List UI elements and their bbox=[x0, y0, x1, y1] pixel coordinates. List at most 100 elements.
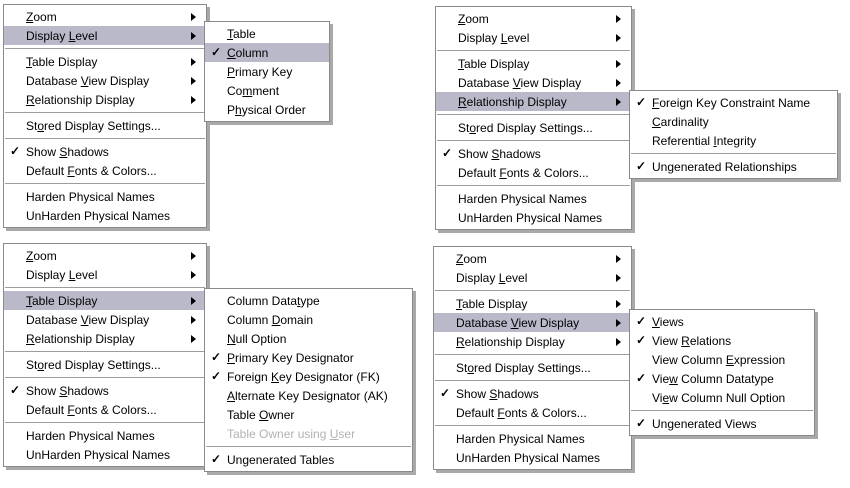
menu-item-relationship-display[interactable]: Relationship Display bbox=[4, 90, 206, 109]
menu-item-show-shadows[interactable]: ✓Show Shadows bbox=[436, 144, 631, 163]
menu-item-zoom[interactable]: Zoom bbox=[4, 7, 206, 26]
submenu-arrow-icon bbox=[191, 31, 196, 40]
menu-item-show-shadows[interactable]: ✓ Show Shadows bbox=[434, 384, 631, 403]
submenu-arrow-icon bbox=[616, 299, 621, 308]
submenu-arrow-icon bbox=[191, 95, 196, 104]
menu-separator bbox=[5, 351, 205, 352]
menu-item-physical-order[interactable]: Physical Order bbox=[205, 100, 329, 119]
menu-item-stored-display-settings[interactable]: Stored Display Settings... bbox=[4, 355, 206, 374]
menu-item-stored-display-settings[interactable]: Stored Display Settings... bbox=[436, 118, 631, 137]
submenu-arrow-icon bbox=[191, 12, 196, 21]
menu-item-table-owner-using-user[interactable]: Table Owner using User bbox=[205, 424, 412, 443]
menu-item-label: View Column Datatype bbox=[652, 371, 774, 386]
menu-item-harden-physical-names[interactable]: Harden Physical Names bbox=[434, 429, 631, 448]
menu-item-display-level[interactable]: Display Level bbox=[4, 265, 206, 284]
menu-item-display-level[interactable]: Display Level bbox=[436, 28, 631, 47]
menu-item-view-column-expression[interactable]: View Column Expression bbox=[630, 350, 814, 369]
menu-item-column-domain[interactable]: Column Domain bbox=[205, 310, 412, 329]
menu-item-label: Zoom bbox=[458, 11, 489, 26]
menu-item-harden-physical-names[interactable]: Harden Physical Names bbox=[4, 426, 206, 445]
menu-item-default-fonts-colors[interactable]: Default Fonts & Colors... bbox=[4, 161, 206, 180]
menu-item-table-owner[interactable]: Table Owner bbox=[205, 405, 412, 424]
menu-item-label: Ungenerated Relationships bbox=[652, 159, 797, 174]
menu-item-relationship-display[interactable]: Relationship Display bbox=[434, 332, 631, 351]
menu-item-view-column-null-option[interactable]: View Column Null Option bbox=[630, 388, 814, 407]
menu-item-unharden-physical-names[interactable]: UnHarden Physical Names bbox=[4, 206, 206, 225]
menu-item-default-fonts-colors[interactable]: Default Fonts & Colors... bbox=[436, 163, 631, 182]
menu-item-zoom[interactable]: Zoom bbox=[434, 249, 631, 268]
menu-separator bbox=[206, 446, 411, 447]
menu-item-label: Show Shadows bbox=[456, 386, 539, 401]
menu-item-view-column-datatype[interactable]: ✓View Column Datatype bbox=[630, 369, 814, 388]
menu-item-alternate-key-designator-ak[interactable]: Alternate Key Designator (AK) bbox=[205, 386, 412, 405]
menu-separator bbox=[435, 354, 630, 355]
submenu-arrow-icon bbox=[616, 59, 621, 68]
checkmark-icon: ✓ bbox=[439, 386, 451, 400]
checkmark-icon: ✓ bbox=[441, 146, 453, 160]
menu-item-zoom[interactable]: Zoom bbox=[436, 9, 631, 28]
menu-item-table-display[interactable]: Table Display bbox=[4, 291, 206, 310]
menu-item-display-level[interactable]: Display Level bbox=[434, 268, 631, 287]
menu-item-display-level[interactable]: Display Level bbox=[4, 26, 206, 45]
menu-item-table[interactable]: Table bbox=[205, 24, 329, 43]
menu-item-label: Relationship Display bbox=[458, 94, 567, 109]
menu-item-column[interactable]: ✓Column bbox=[205, 43, 329, 62]
menu-item-label: Default Fonts & Colors... bbox=[26, 163, 157, 178]
menu-item-stored-display-settings[interactable]: Stored Display Settings... bbox=[434, 358, 631, 377]
menu-item-comment[interactable]: Comment bbox=[205, 81, 329, 100]
menu-item-foreign-key-constraint-name[interactable]: ✓Foreign Key Constraint Name bbox=[630, 93, 837, 112]
menu-item-label: UnHarden Physical Names bbox=[26, 447, 171, 462]
menu-item-show-shadows[interactable]: ✓Show Shadows bbox=[4, 142, 206, 161]
menu-item-unharden-physical-names[interactable]: UnHarden Physical Names bbox=[4, 445, 206, 464]
submenu-arrow-icon bbox=[616, 14, 621, 23]
menu-item-harden-physical-names[interactable]: Harden Physical Names bbox=[4, 187, 206, 206]
menu-item-label: Relationship Display bbox=[456, 334, 565, 349]
menu-separator bbox=[437, 50, 630, 51]
menu-item-label: Views bbox=[652, 314, 684, 329]
menu-item-label: Ungenerated Tables bbox=[227, 452, 335, 467]
menu-item-database-view-display[interactable]: Database View Display bbox=[4, 71, 206, 90]
menu-item-database-view-display[interactable]: Database View Display bbox=[436, 73, 631, 92]
menu-item-table-display[interactable]: Table Display bbox=[4, 52, 206, 71]
menu-item-label: Primary Key Designator bbox=[227, 350, 354, 365]
menu-item-show-shadows[interactable]: ✓Show Shadows bbox=[4, 381, 206, 400]
menu-item-default-fonts-colors[interactable]: Default Fonts & Colors... bbox=[4, 400, 206, 419]
menu-item-zoom[interactable]: Zoom bbox=[4, 246, 206, 265]
menu-item-stored-display-settings[interactable]: Stored Display Settings... bbox=[4, 116, 206, 135]
submenu-arrow-icon bbox=[616, 33, 621, 42]
menu-item-unharden-physical-names[interactable]: UnHarden Physical Names bbox=[434, 448, 631, 467]
menu-item-relationship-display[interactable]: Relationship Display bbox=[436, 92, 631, 111]
menu-item-label: Show Shadows bbox=[26, 383, 109, 398]
submenu-arrow-icon bbox=[191, 270, 196, 279]
menu-item-table-display[interactable]: Table Display bbox=[436, 54, 631, 73]
menu-item-views[interactable]: ✓Views bbox=[630, 312, 814, 331]
menu-item-relationship-display[interactable]: Relationship Display bbox=[4, 329, 206, 348]
menu-item-unharden-physical-names[interactable]: UnHarden Physical Names bbox=[436, 208, 631, 227]
menu-item-database-view-display[interactable]: Database View Display bbox=[434, 313, 631, 332]
submenu-arrow-icon bbox=[191, 296, 196, 305]
menu-item-foreign-key-designator-fk[interactable]: ✓Foreign Key Designator (FK) bbox=[205, 367, 412, 386]
menu-item-label: UnHarden Physical Names bbox=[26, 208, 171, 223]
menu-item-database-view-display[interactable]: Database View Display bbox=[4, 310, 206, 329]
menu-item-label: UnHarden Physical Names bbox=[458, 210, 603, 225]
menu-item-ungenerated-tables[interactable]: ✓Ungenerated Tables bbox=[205, 450, 412, 469]
menu-item-referential-integrity[interactable]: Referential Integrity bbox=[630, 131, 837, 150]
menu-item-view-relations[interactable]: ✓View Relations bbox=[630, 331, 814, 350]
menu-item-table-display[interactable]: Table Display bbox=[434, 294, 631, 313]
menu-item-label: Database View Display bbox=[26, 73, 150, 88]
menu-item-null-option[interactable]: Null Option bbox=[205, 329, 412, 348]
menu-item-column-datatype[interactable]: Column Datatype bbox=[205, 291, 412, 310]
menu-item-primary-key-designator[interactable]: ✓Primary Key Designator bbox=[205, 348, 412, 367]
menu-item-ungenerated-relationships[interactable]: ✓Ungenerated Relationships bbox=[630, 157, 837, 176]
menu-item-harden-physical-names[interactable]: Harden Physical Names bbox=[436, 189, 631, 208]
menu-item-default-fonts-colors[interactable]: Default Fonts & Colors... bbox=[434, 403, 631, 422]
menu-item-ungenerated-views[interactable]: ✓Ungenerated Views bbox=[630, 414, 814, 433]
menu-item-primary-key[interactable]: Primary Key bbox=[205, 62, 329, 81]
menu-item-label: Stored Display Settings... bbox=[26, 118, 161, 133]
menu-item-cardinality[interactable]: Cardinality bbox=[630, 112, 837, 131]
menu-item-label: Referential Integrity bbox=[652, 133, 757, 148]
menu-item-label: Database View Display bbox=[26, 312, 150, 327]
